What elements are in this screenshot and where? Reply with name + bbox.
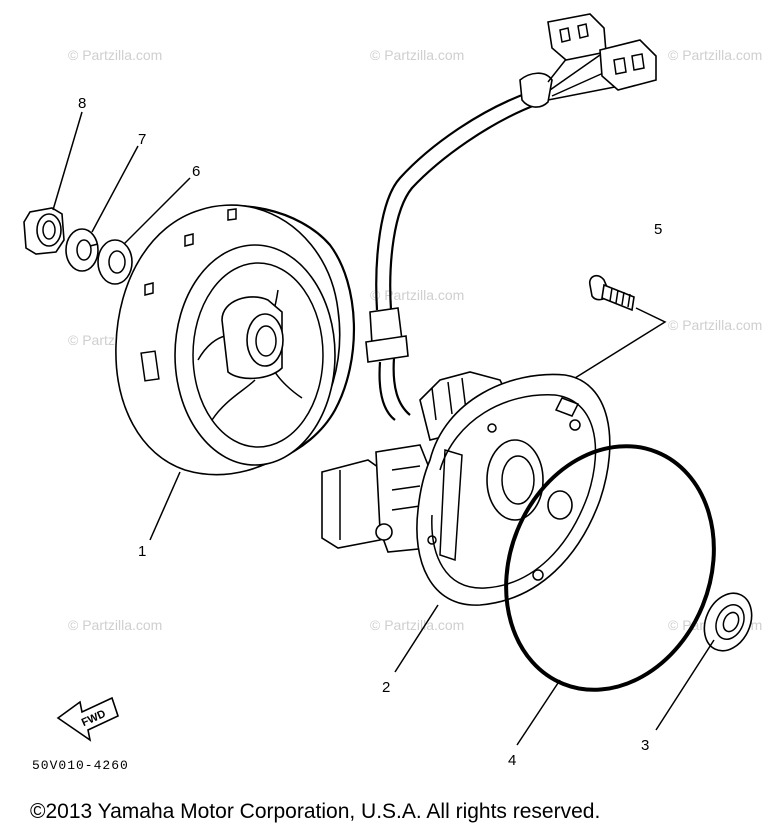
watermark-text: © Partzilla.com [370,47,464,63]
watermark-text: © Partzilla.com [370,617,464,633]
callout-6: 6 [192,163,200,180]
stator-part [321,371,611,606]
watermark-text: © Partzilla.com [370,287,464,303]
rotor-part [115,204,355,476]
callout-7: 7 [138,131,146,148]
watermark-text: © Partzilla.com [68,47,162,63]
callout-2: 2 [382,679,390,696]
oil-seal-part [703,592,753,652]
watermark-text: © Partzilla.com [668,317,762,333]
wire-harness [365,13,657,421]
lock-washer-part [65,228,99,272]
drawing-code: 50V010-4260 [32,758,129,773]
watermark-text: © Partzilla.com [668,47,762,63]
parts-diagram: © Partzilla.com © Partzilla.com © Partzi… [23,13,762,773]
callout-4: 4 [508,752,516,769]
watermark-text: © Partzilla.com [68,617,162,633]
callout-labels: 1 2 3 4 5 6 7 8 [78,95,662,769]
copyright-notice: ©2013 Yamaha Motor Corporation, U.S.A. A… [30,800,601,823]
plain-washer-part [97,239,133,285]
nut-part [23,207,65,255]
screw-part [574,274,667,379]
o-ring-part [504,444,716,692]
callout-5: 5 [654,221,662,238]
leader-lines [52,111,715,746]
callout-1: 1 [138,543,146,560]
callout-8: 8 [78,95,86,112]
callout-3: 3 [641,737,649,754]
fwd-arrow: FWD [56,696,119,742]
